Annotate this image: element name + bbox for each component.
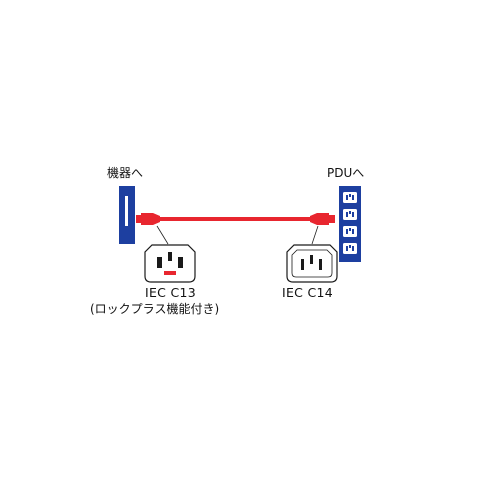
- pdu-unit: [339, 186, 361, 262]
- c13-connector-face: [144, 244, 196, 283]
- pdu-outlet: [343, 209, 357, 220]
- c13-plug: [141, 213, 153, 225]
- c14-connector-face: [286, 244, 338, 283]
- c14-connector-label: IEC C14: [282, 285, 334, 300]
- device-slot: [125, 196, 128, 226]
- c13-connector-label: IEC C13: [145, 285, 197, 300]
- c13-leader-line: [156, 225, 169, 245]
- pdu-label: PDUへ: [327, 166, 365, 180]
- c13-plug-tip: [136, 215, 142, 223]
- c14-pin-left: [301, 259, 304, 270]
- device-label: 機器へ: [107, 166, 144, 180]
- cable-line: [160, 217, 310, 221]
- c13-lock-note: (ロックプラス機能付き): [90, 302, 220, 316]
- c14-plug-tip: [328, 215, 335, 223]
- c14-pin-earth: [310, 255, 313, 264]
- pdu-outlet: [343, 226, 357, 237]
- c14-plug: [317, 213, 329, 225]
- power-cable: [136, 213, 335, 225]
- device-unit: [119, 186, 135, 244]
- c13-pin-earth: [168, 252, 172, 261]
- c13-pin-right: [178, 257, 183, 268]
- c14-pin-right: [319, 259, 322, 270]
- c13-plug-strain-relief: [153, 213, 160, 225]
- c13-pin-left: [157, 257, 162, 268]
- c14-leader-line: [311, 225, 319, 245]
- c13-lock-tab: [164, 271, 176, 275]
- pdu-outlet: [343, 243, 357, 254]
- c14-plug-strain-relief: [310, 213, 317, 225]
- pdu-outlet: [343, 192, 357, 203]
